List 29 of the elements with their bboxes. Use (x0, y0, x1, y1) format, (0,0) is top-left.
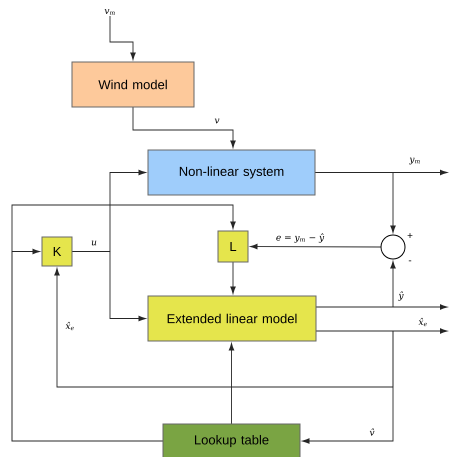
summing-junction (380, 234, 406, 260)
process-box: Non-linear system (148, 150, 316, 196)
edge-label: e = y$_{m}$ − ŷ (276, 233, 324, 243)
edge-label: x̂$_{e}$ (418, 318, 427, 326)
sign-label: - (408, 260, 412, 262)
gain-box: K (42, 236, 72, 266)
process-box: Lookup table (162, 424, 300, 457)
input-label: v$_{m}$ (104, 9, 115, 15)
arrow (315, 172, 396, 233)
edge-label: x̂$_{e}$ (65, 322, 74, 330)
arrow (12, 204, 236, 442)
arrow (54, 268, 394, 388)
arrow (316, 304, 448, 310)
edge-label: u (92, 240, 96, 246)
arrow (132, 107, 236, 148)
process-box: Wind model (72, 62, 194, 108)
arrow (230, 262, 236, 294)
edge-label: v̂ (370, 428, 374, 436)
arrow (250, 244, 381, 250)
edge-label: ŷ (398, 291, 404, 301)
sign-label: + (408, 233, 412, 238)
edge-label: y$_{m}$ (409, 158, 420, 164)
arrow (72, 251, 146, 322)
edge-label: v (214, 118, 220, 124)
arrow (228, 343, 234, 424)
process-box: Extended linear model (148, 296, 316, 342)
arrow (302, 330, 394, 444)
arrow (110, 16, 136, 60)
gain-box: L (218, 230, 248, 262)
